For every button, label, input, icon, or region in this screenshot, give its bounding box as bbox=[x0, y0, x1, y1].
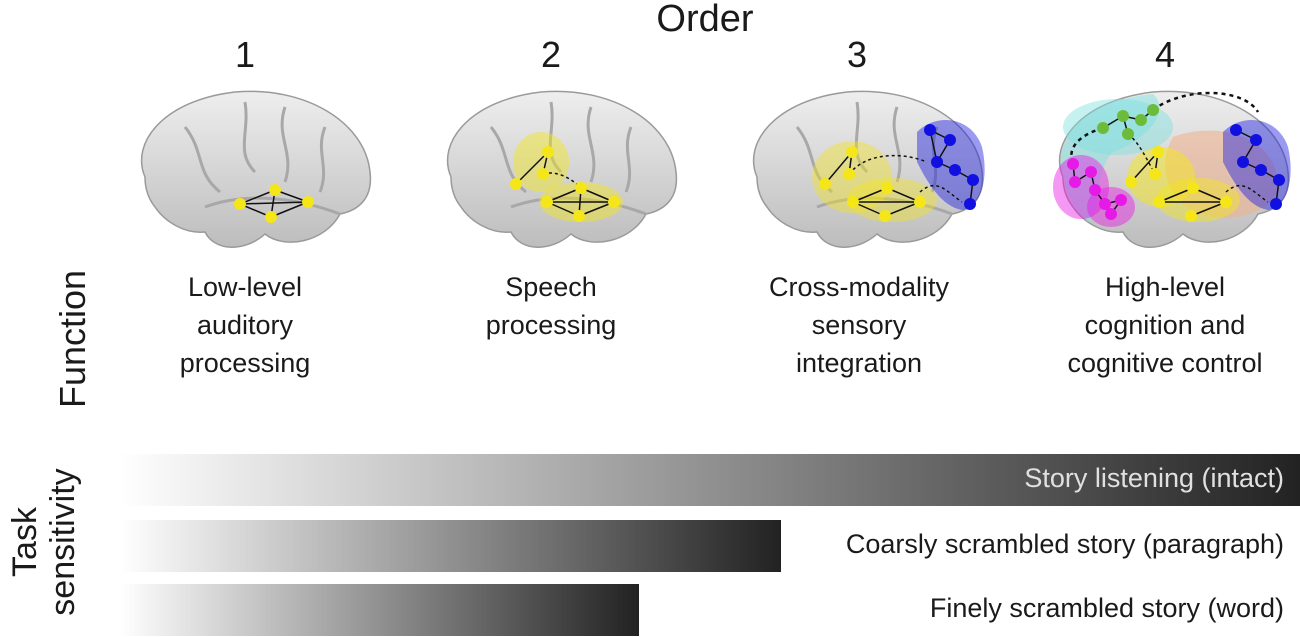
task-bar-word bbox=[120, 584, 639, 636]
function-label-1: Low-level auditory processing bbox=[115, 268, 375, 382]
integration-region-temporal bbox=[1156, 178, 1240, 222]
function-label-4: High-level cognition and cognitive contr… bbox=[1035, 268, 1295, 382]
task-label-intact: Story listening (intact) bbox=[1024, 463, 1284, 493]
function-line: processing bbox=[179, 348, 311, 378]
brain-order-1 bbox=[140, 90, 372, 248]
control-region bbox=[1063, 99, 1173, 155]
integration-nodes bbox=[1125, 146, 1232, 222]
task-axis-line: Task bbox=[6, 507, 44, 577]
visual-nodes bbox=[924, 124, 979, 210]
function-line: processing bbox=[485, 310, 617, 340]
brain-outline bbox=[140, 90, 372, 248]
brain-sulci bbox=[795, 101, 953, 216]
orange-region bbox=[1165, 130, 1279, 218]
brain-order-2 bbox=[446, 90, 678, 248]
function-line: cognition and bbox=[1084, 310, 1246, 340]
brain-order-4 bbox=[1053, 90, 1291, 248]
control-nodes bbox=[1097, 104, 1159, 140]
integration-region-frontal bbox=[1127, 147, 1195, 207]
visual-nodes bbox=[1230, 124, 1285, 210]
order-number-3: 3 bbox=[846, 34, 868, 75]
visual-region bbox=[1223, 120, 1291, 210]
brain-sulci bbox=[489, 101, 647, 216]
task-bar-paragraph bbox=[120, 520, 781, 572]
integration-nodes bbox=[819, 146, 926, 222]
function-label-3: Cross-modality sensory integration bbox=[729, 268, 989, 382]
speech-region-frontal bbox=[513, 132, 569, 192]
function-line: auditory bbox=[196, 310, 294, 340]
function-line: Cross-modality bbox=[768, 272, 950, 302]
auditory-nodes bbox=[234, 184, 314, 223]
function-line: integration bbox=[795, 348, 923, 378]
function-line: Low-level bbox=[187, 272, 303, 302]
task-sensitivity-axis-label: Task sensitivity bbox=[6, 447, 82, 637]
task-label-paragraph: Coarsly scrambled story (paragraph) bbox=[845, 529, 1284, 559]
brain-order-3 bbox=[752, 90, 985, 248]
order-number-2: 2 bbox=[540, 34, 562, 75]
brain-sulci bbox=[183, 101, 341, 216]
task-label-word: Finely scrambled story (word) bbox=[929, 593, 1284, 623]
visual-region bbox=[917, 120, 985, 210]
teal-region bbox=[1060, 94, 1160, 222]
function-line: cognitive control bbox=[1067, 348, 1263, 378]
function-line: High-level bbox=[1104, 272, 1226, 302]
function-line: sensory bbox=[811, 310, 907, 340]
function-line: Speech bbox=[505, 272, 597, 302]
function-axis-label: Function bbox=[52, 269, 93, 408]
speech-nodes bbox=[510, 146, 620, 222]
function-label-2: Speech processing bbox=[421, 268, 681, 344]
task-axis-line: sensitivity bbox=[44, 468, 82, 616]
task-bar-intact bbox=[120, 454, 1300, 506]
integration-region-temporal bbox=[847, 178, 937, 222]
order-title: Order bbox=[656, 0, 754, 40]
order-number-4: 4 bbox=[1154, 34, 1176, 75]
default-nodes bbox=[1067, 158, 1127, 220]
order-number-1: 1 bbox=[234, 34, 256, 75]
